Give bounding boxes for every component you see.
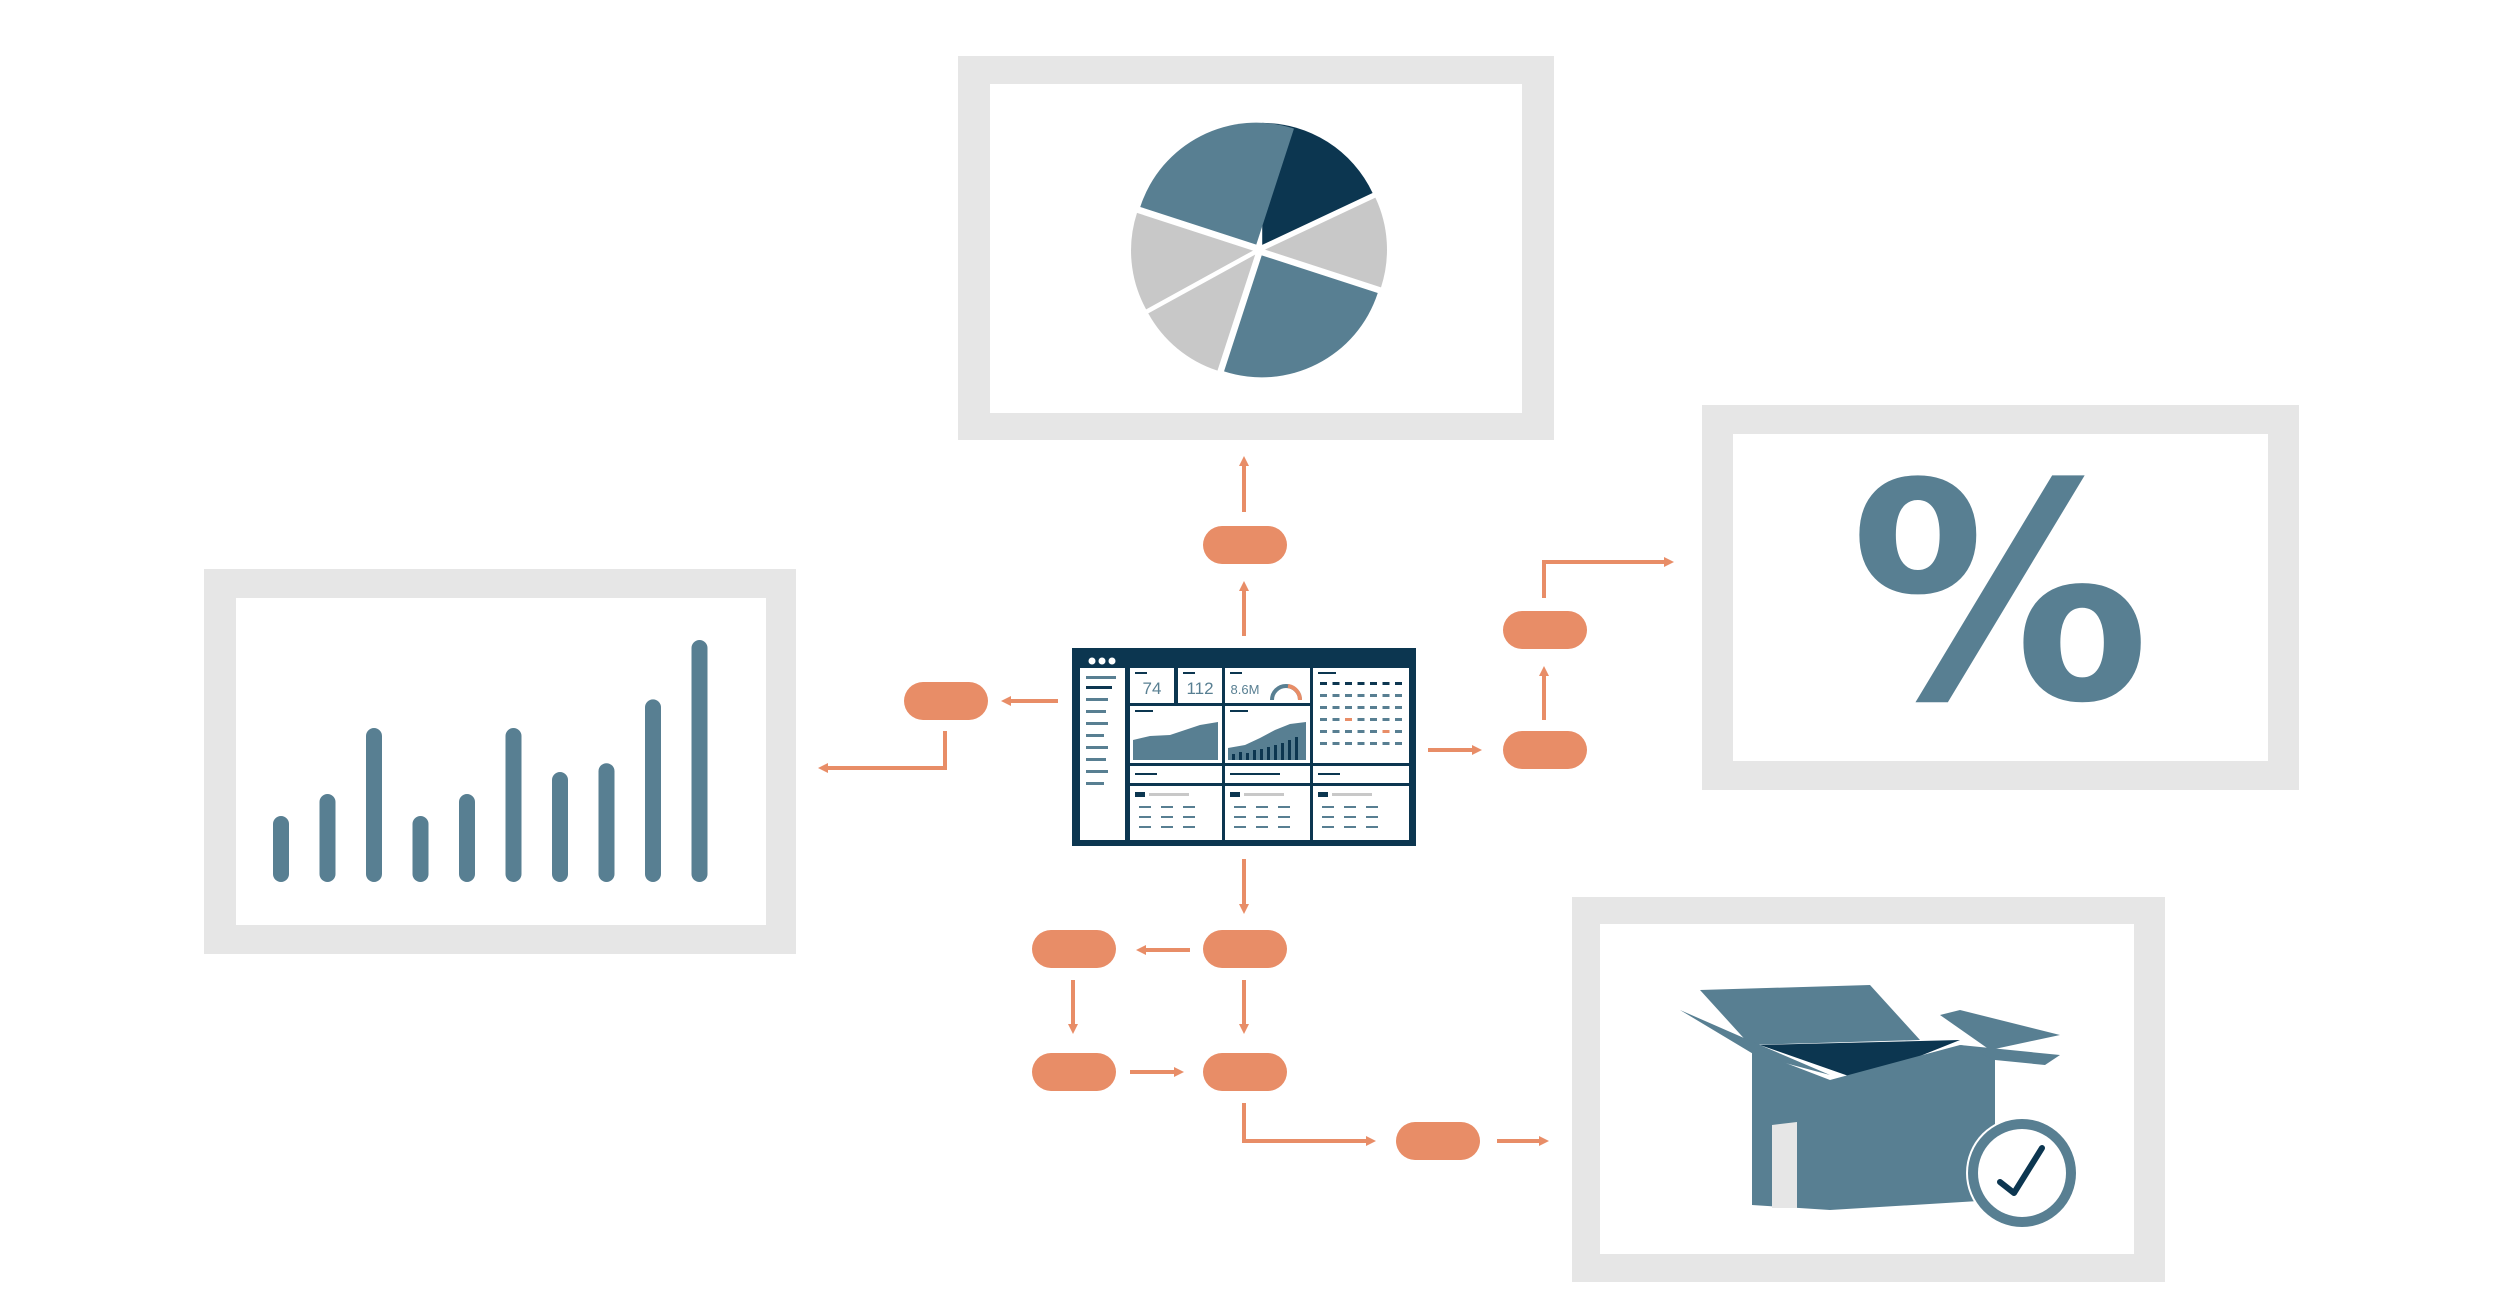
node-to-bar <box>904 682 988 720</box>
stat-value-3: 8.6M <box>1231 682 1260 697</box>
bar-10 <box>691 640 708 882</box>
bar-1 <box>273 816 289 882</box>
pie-slice-gray-bottom <box>1148 254 1256 371</box>
open-box-panel <box>1572 897 2165 1282</box>
stat-value-1: 74 <box>1143 679 1162 698</box>
connectors <box>818 456 1674 1146</box>
dashboard-icon: 74 112 8.6M <box>1072 648 1416 846</box>
bar-panel-canvas <box>236 598 766 925</box>
bar-6 <box>505 728 522 882</box>
stat-value-2: 112 <box>1186 679 1213 698</box>
node-flow-d <box>1203 1053 1287 1091</box>
node-to-box <box>1396 1122 1480 1160</box>
process-nodes <box>904 526 1587 1160</box>
pie-slice-gray-left <box>1131 212 1254 310</box>
percent-icon: % <box>1850 420 2151 769</box>
bar-chart-panel <box>204 569 796 954</box>
check-icon <box>1966 1117 2078 1229</box>
bar-5 <box>459 794 475 882</box>
pie-slice-slate-bottom-right <box>1224 255 1378 378</box>
node-to-percent-lower <box>1503 731 1587 769</box>
node-to-pie <box>1203 526 1287 564</box>
bar-chart-icon <box>273 640 708 882</box>
dashboard-sidebar <box>1080 668 1125 840</box>
percent-panel: % <box>1702 405 2299 790</box>
node-flow-a <box>1203 930 1287 968</box>
bar-3 <box>366 728 382 882</box>
node-flow-c <box>1032 1053 1116 1091</box>
bar-9 <box>645 699 661 882</box>
bar-7 <box>552 772 568 882</box>
mini-gauge <box>1270 684 1303 701</box>
pie-slice-slate-top-left <box>1140 122 1294 245</box>
pie-slice-gray-top-right <box>1264 197 1387 288</box>
bar-8 <box>598 763 615 882</box>
node-flow-b <box>1032 930 1116 968</box>
pie-chart-icon <box>1131 122 1387 378</box>
bar-2 <box>319 794 336 882</box>
bar-4 <box>412 816 429 882</box>
pie-slice-dark-navy <box>1262 122 1373 245</box>
percent-panel-canvas <box>1733 434 2268 761</box>
open-box-icon <box>1680 985 2078 1229</box>
pie-chart-panel <box>958 56 1554 440</box>
node-to-percent-upper <box>1503 611 1587 649</box>
